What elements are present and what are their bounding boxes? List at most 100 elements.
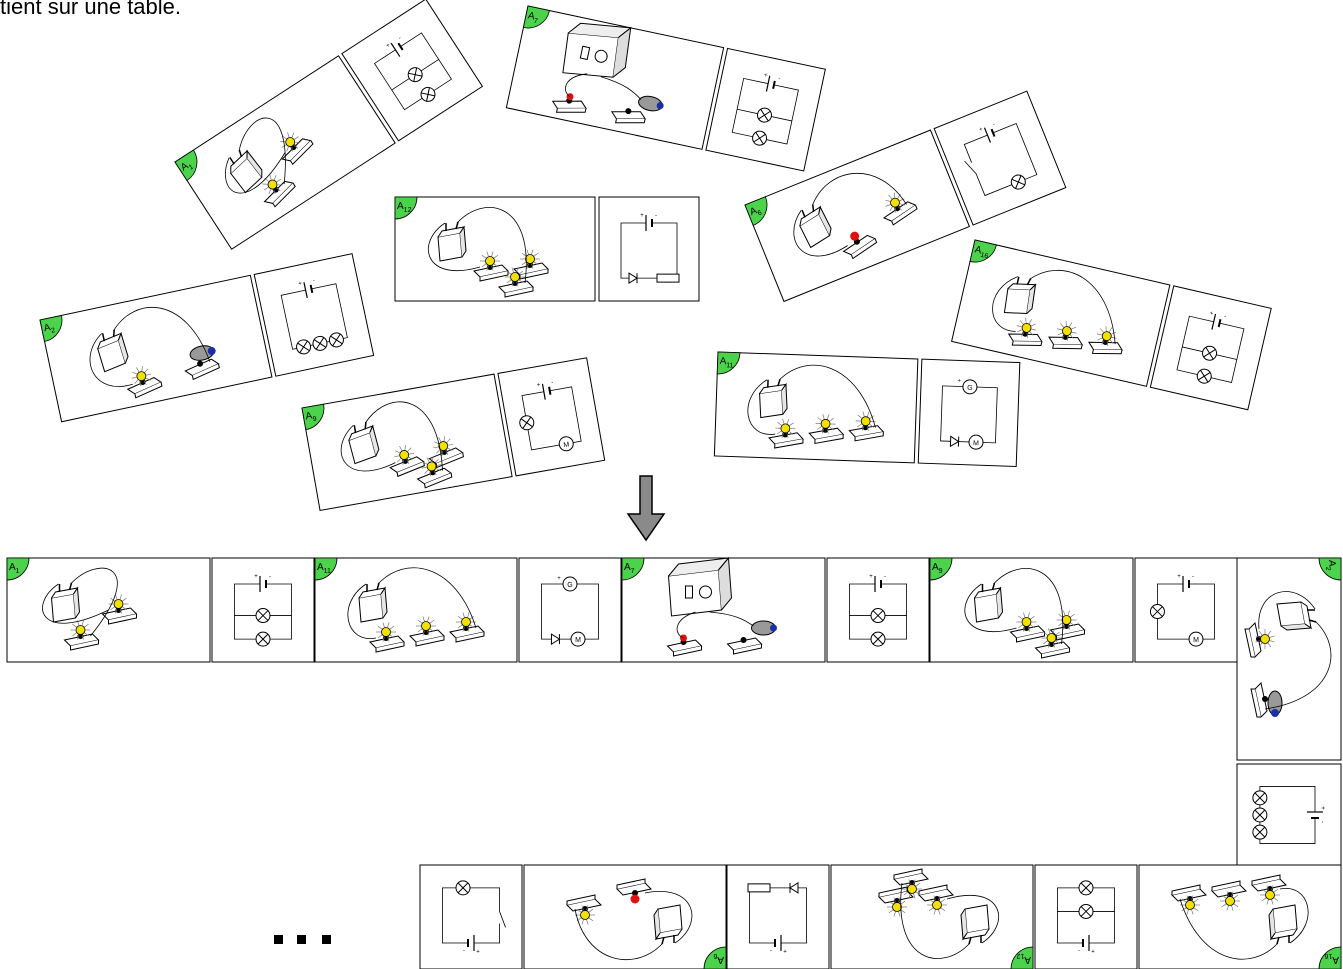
ellipsis-icon bbox=[274, 935, 331, 944]
circuit-schema: +- bbox=[1252, 786, 1325, 844]
circuit-schema: +- bbox=[963, 122, 1038, 197]
chain-panel: +- bbox=[211, 557, 315, 663]
circuit-schema: +- bbox=[280, 278, 348, 356]
chain-panel: A2 bbox=[1236, 557, 1342, 761]
circuit-picture bbox=[1244, 591, 1332, 718]
piece-badge: A1 bbox=[174, 149, 198, 182]
circuit-picture bbox=[428, 207, 549, 298]
chain-panel: G + M bbox=[518, 557, 622, 663]
piece-badge: A6 bbox=[703, 946, 727, 969]
circuit-picture bbox=[89, 307, 222, 400]
chain-panel: +- bbox=[826, 557, 930, 663]
schema-symbol-label: + bbox=[298, 281, 303, 288]
circuit-picture bbox=[793, 172, 920, 262]
piece-label: A9 bbox=[932, 562, 943, 575]
piece-label: A7 bbox=[624, 562, 635, 575]
chain-panel: +- bbox=[419, 864, 523, 969]
circuit-picture bbox=[340, 401, 465, 490]
schema-symbol-label: + bbox=[1209, 311, 1214, 318]
schema-symbol-label: + bbox=[385, 42, 392, 49]
schema-symbol-label: + bbox=[640, 213, 644, 219]
schema-symbol-label: G bbox=[567, 582, 572, 589]
chain-panel: A12 bbox=[830, 864, 1034, 969]
chain-panel: +-M bbox=[1134, 557, 1238, 663]
schema-symbol-label: + bbox=[254, 574, 258, 580]
schema-symbol-label: - bbox=[312, 278, 315, 284]
circuit-picture bbox=[964, 568, 1085, 659]
piece-label: A6 bbox=[713, 952, 724, 965]
piece-badge: A2 bbox=[39, 314, 63, 342]
schema-symbol-label: + bbox=[978, 126, 984, 133]
schema-symbol-label: - bbox=[884, 574, 886, 580]
schema-symbol-label: + bbox=[957, 378, 961, 384]
circuit-picture bbox=[347, 567, 485, 653]
circuit-picture bbox=[747, 364, 885, 450]
schema-symbol-label: M bbox=[575, 637, 581, 644]
schema-symbol-label: + bbox=[783, 947, 787, 953]
schema-panel: +-M bbox=[497, 357, 606, 477]
circuit-picture bbox=[566, 878, 693, 961]
picture-panel: A9 bbox=[301, 373, 513, 511]
domino-piece: A9 +-M bbox=[301, 357, 606, 511]
schema-panel: +- bbox=[1149, 285, 1272, 411]
domino-piece: A1 +- bbox=[174, 0, 484, 250]
chain-panel: +- bbox=[1236, 763, 1342, 867]
schema-symbol-label: - bbox=[1319, 821, 1325, 823]
schema-panel: +- bbox=[253, 253, 375, 377]
domino-piece: A16+- bbox=[951, 239, 1272, 411]
piece-badge: A12 bbox=[394, 196, 418, 220]
piece-badge: A2 bbox=[1318, 557, 1342, 581]
schema-symbol-label: + bbox=[869, 574, 873, 580]
circuit-schema: +- bbox=[731, 73, 799, 147]
circuit-picture bbox=[1171, 874, 1309, 960]
schema-symbol-label: M bbox=[1193, 637, 1199, 644]
schema-panel: +- bbox=[933, 90, 1067, 226]
circuit-schema: +- bbox=[620, 213, 680, 285]
schema-symbol-label: - bbox=[992, 122, 996, 128]
schema-symbol-label: - bbox=[463, 947, 465, 953]
schema-panel: G+M bbox=[917, 358, 1021, 467]
schema-symbol-label: - bbox=[1223, 314, 1226, 320]
schema-symbol-label: G bbox=[967, 385, 973, 392]
schema-symbol-label: + bbox=[1319, 806, 1325, 810]
picture-panel: A12 bbox=[394, 196, 596, 302]
piece-badge: A16 bbox=[969, 239, 997, 263]
piece-badge: A9 bbox=[929, 557, 953, 581]
domino-piece: A6+- bbox=[744, 90, 1067, 303]
piece-badge: A16 bbox=[1318, 946, 1342, 969]
picture-panel: A11 bbox=[713, 351, 919, 464]
chain-panel: A16 bbox=[1138, 864, 1342, 969]
chain-panel: A9 bbox=[929, 557, 1134, 663]
piece-badge: A9 bbox=[301, 403, 325, 431]
circuit-picture bbox=[42, 567, 137, 651]
schema-panel: +- bbox=[598, 196, 700, 302]
schema-panel: +- bbox=[341, 0, 484, 142]
piece-badge: A1 bbox=[6, 557, 30, 581]
chain-panel: +- bbox=[726, 864, 830, 969]
schema-symbol-label: + bbox=[763, 73, 768, 80]
piece-badge: A11 bbox=[314, 557, 338, 581]
circuit-schema: +- bbox=[234, 574, 292, 647]
piece-badge: A11 bbox=[716, 351, 741, 375]
schema-symbol-label: + bbox=[1091, 947, 1095, 953]
schema-symbol-label: + bbox=[557, 576, 561, 582]
piece-badge: A12 bbox=[1010, 946, 1034, 969]
domino-piece: A12 +- bbox=[394, 196, 700, 302]
circuit-picture bbox=[667, 556, 777, 657]
schema-panel: +- bbox=[705, 47, 826, 172]
picture-panel: A1 bbox=[174, 55, 396, 250]
circuit-schema: +- bbox=[849, 574, 907, 647]
domino-piece: A7+- bbox=[505, 5, 826, 172]
schema-symbol-label: - bbox=[778, 76, 781, 82]
piece-label: A2 bbox=[1324, 560, 1337, 571]
circuit-picture bbox=[878, 868, 999, 959]
piece-badge: A7 bbox=[621, 557, 645, 581]
circuit-schema: +-M bbox=[1149, 574, 1215, 647]
picture-panel: A7 bbox=[505, 5, 725, 150]
circuit-schema: +- bbox=[442, 880, 506, 953]
piece-badge: A6 bbox=[744, 196, 768, 226]
